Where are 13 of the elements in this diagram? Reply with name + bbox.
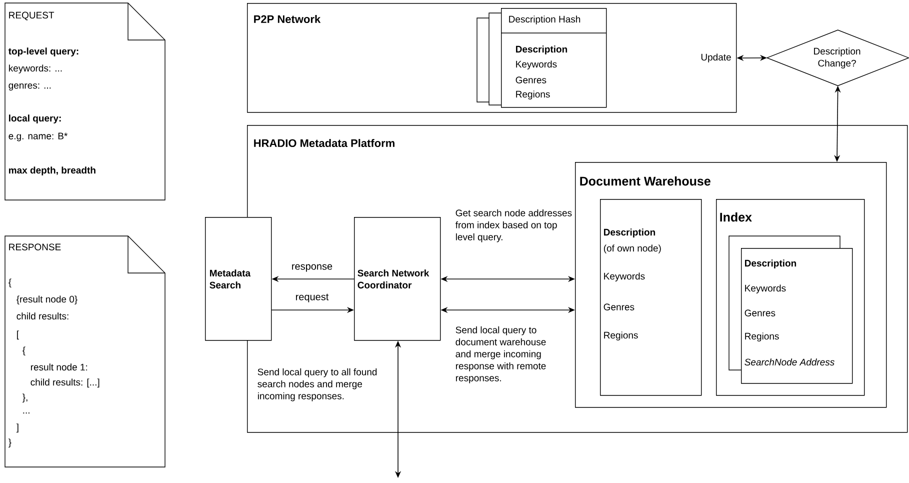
edge-label: Send local query to all found search nodes and merge incoming responses.	[258, 368, 377, 402]
edge-label: Update	[699, 52, 733, 64]
component-box: Search Network Coordinator	[354, 217, 441, 341]
edge-label: request	[296, 294, 329, 302]
edge-label: Get search node addresses from index based on top level query.	[456, 209, 572, 242]
request-document: REQUEST top-level query: keywords: ... genres: ... local query: e.g. name: B* max depth, breadth	[4, 2, 166, 200]
component-box: Metadata Search	[205, 217, 272, 341]
edge-label: Send local query to document warehouse and merge incoming response with remote responses.	[456, 326, 546, 384]
description-box: Description (of own node) Keywords Genres Regions	[600, 199, 702, 396]
edge-label: response	[292, 264, 332, 272]
stacked-card: Description Keywords Genres Regions SearchNode Address	[728, 236, 853, 384]
response-document: RESPONSE { {result node 0} child results: [ { result node 1: child results: [...] }, ... ] }	[4, 236, 166, 468]
stacked-card: Description Hash Description Keywords Genres Regions	[476, 8, 607, 108]
